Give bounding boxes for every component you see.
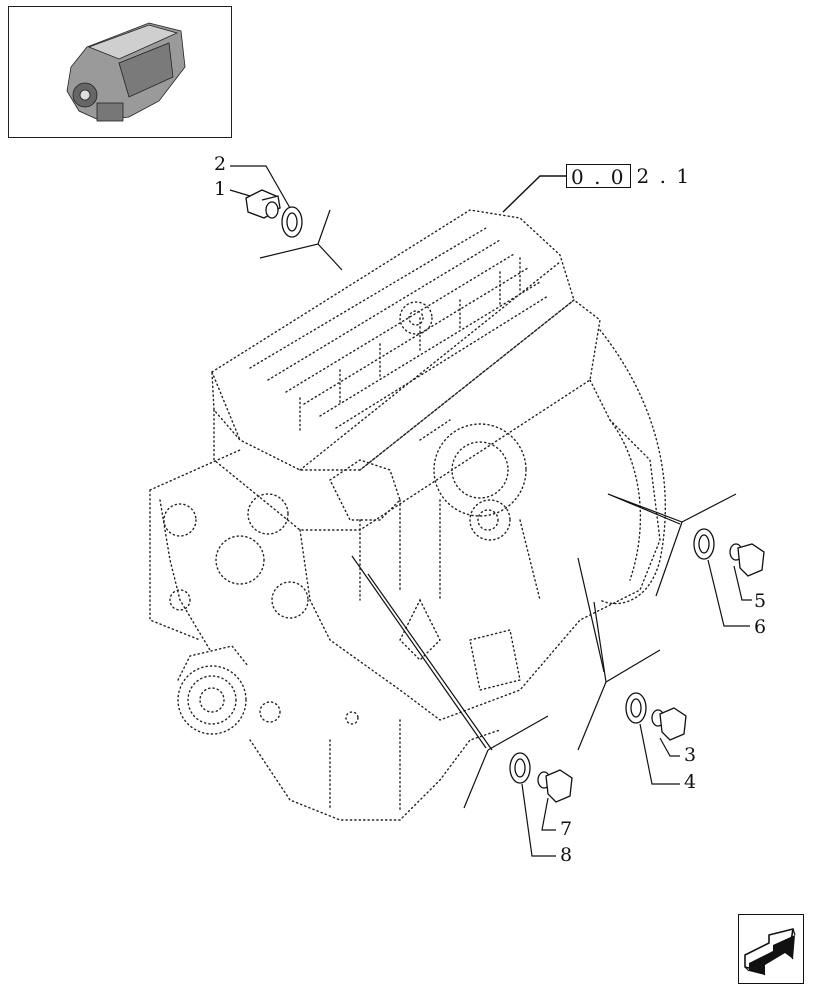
callout-5: 5 [754,590,767,612]
washer-6-part [693,528,715,560]
washer-8-part [509,752,531,784]
callout-1: 1 [214,178,227,200]
plug-3-part [651,707,687,741]
callout-leaders-5-6 [607,493,752,627]
callout-leaders-3-4 [577,557,680,785]
plug-1-part [245,189,281,219]
next-page-arrow-icon [744,928,796,976]
callout-7: 7 [560,818,573,840]
engine-thumbnail [8,6,232,138]
engine-outline [149,209,667,821]
callout-8: 8 [560,844,573,866]
callout-leaders-1-2 [229,165,343,271]
reference-number: 0 . 0 2 . 1 [566,163,691,189]
next-page-button[interactable] [738,914,804,984]
reference-suffix: 2 . 1 [636,164,692,188]
reference-boxed: 0 . 0 [566,164,631,189]
washer-2-part [281,206,303,238]
plug-7-part [537,769,573,803]
callout-6: 6 [754,616,767,638]
callout-3: 3 [684,744,697,766]
plug-5-part [729,543,765,577]
washer-4-part [625,692,647,724]
callout-leaders-7-8 [351,555,556,857]
engine-thumbnail-icon [66,22,186,122]
callout-4: 4 [684,771,697,793]
callout-2: 2 [214,153,227,175]
reference-leader [502,175,566,213]
